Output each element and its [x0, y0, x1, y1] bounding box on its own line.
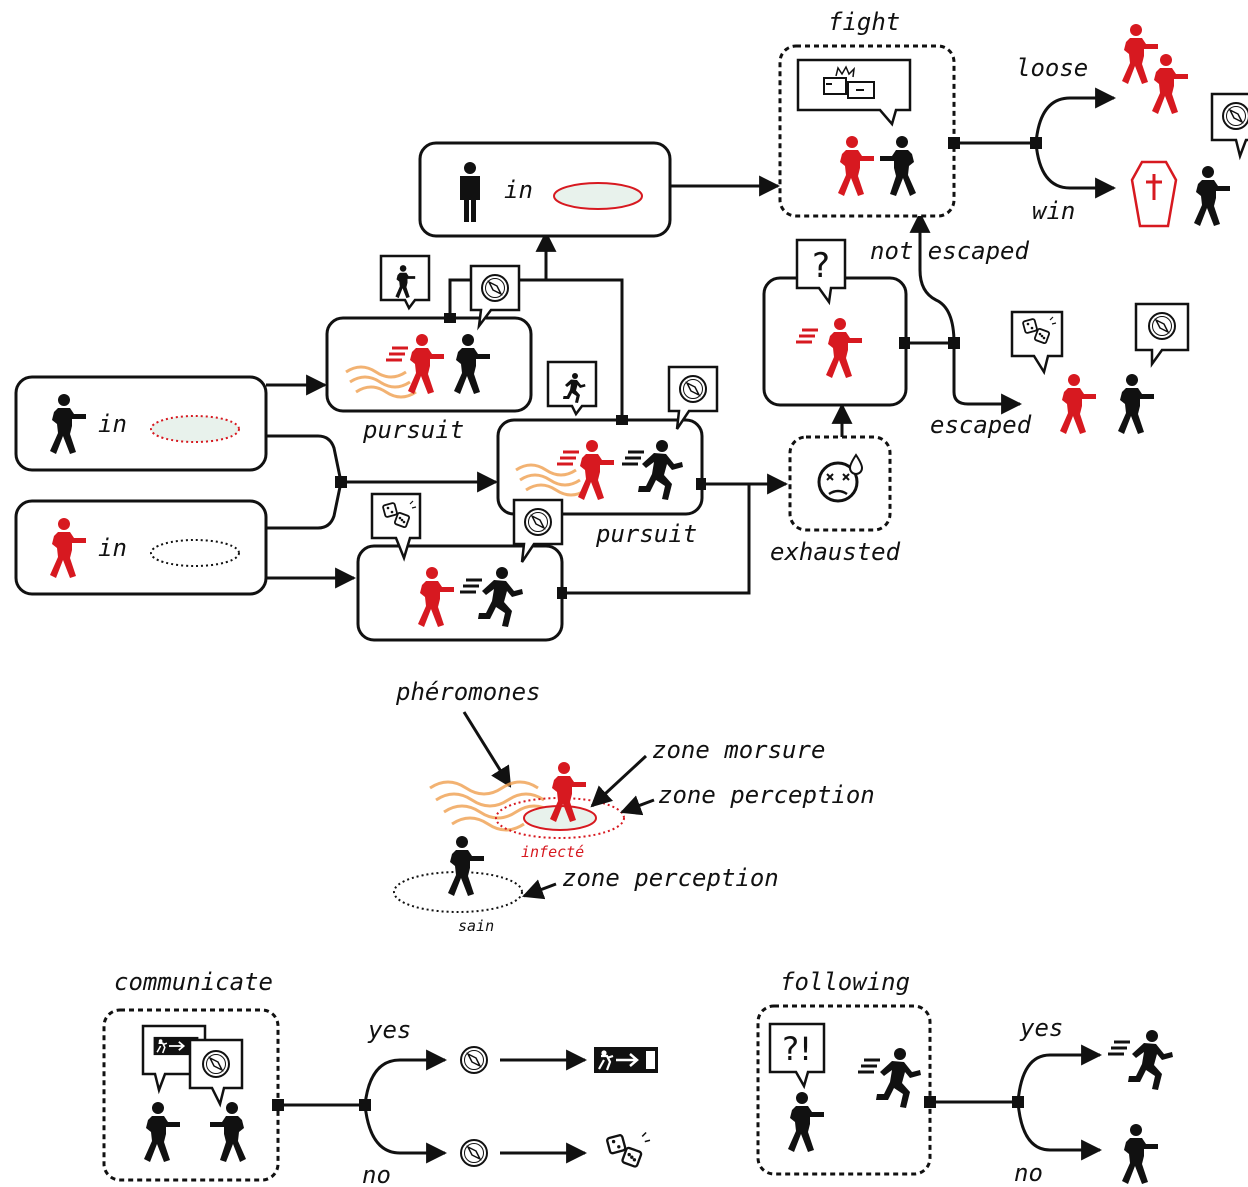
- dice-icon: [605, 1131, 652, 1169]
- brawl-cloud-icon: [796, 58, 912, 127]
- perception-legend: phéromones infecté zone morsure zone per…: [393, 678, 875, 935]
- label-win: win: [1032, 197, 1075, 225]
- walker-icon: [1118, 374, 1154, 434]
- zone-ellipse: [553, 182, 643, 210]
- label-loose: loose: [1016, 54, 1088, 82]
- zombie-icon: [1122, 24, 1158, 84]
- pursuit-mid-box: [496, 415, 706, 516]
- outcome-escaped: [1010, 302, 1190, 434]
- zombie-icon: [1152, 54, 1188, 114]
- question-box: [762, 276, 910, 407]
- walker-icon: [1194, 166, 1230, 226]
- label-zone-perception-infected: zone perception: [658, 781, 875, 809]
- following-box: ?!: [756, 1004, 936, 1176]
- bubble-compass-escaped: [1134, 302, 1190, 368]
- bubble-walker: [379, 254, 431, 311]
- coffin-icon: [1130, 160, 1178, 228]
- label-in-top: in: [504, 176, 533, 204]
- question-mark: ?: [812, 246, 830, 286]
- label-escaped: escaped: [930, 411, 1032, 439]
- pursuit-top-box: [325, 313, 533, 413]
- bubble-dice-escaped: [1010, 310, 1064, 376]
- outcome-loose: [1122, 24, 1188, 114]
- label-follow-yes: yes: [1019, 1014, 1063, 1042]
- infected-in-box: in: [14, 499, 268, 596]
- label-comm-no: no: [362, 1161, 391, 1187]
- outcome-win: [1130, 92, 1248, 228]
- communicate-box: [102, 1008, 284, 1182]
- label-in-healthy: in: [98, 410, 127, 438]
- label-fight: fight: [828, 8, 900, 36]
- bubble-dice: [370, 492, 422, 562]
- fight-box: [778, 44, 960, 218]
- healthy-standing-box: in: [418, 141, 672, 238]
- label-zone-perception-healthy: zone perception: [562, 864, 779, 892]
- healthy-in-box: in: [14, 375, 268, 472]
- question-exclaim: ?!: [782, 1030, 812, 1068]
- pheromone-trail: [345, 365, 417, 399]
- walker-icon: [1122, 1124, 1158, 1184]
- bubble-runner: [546, 360, 598, 417]
- label-pursuit-mid: pursuit: [595, 520, 697, 548]
- zone-ellipse: [150, 539, 240, 567]
- zombie-icon: [1060, 374, 1096, 434]
- walker-icon: [448, 836, 484, 896]
- connectors: [266, 87, 1117, 1164]
- label-pheromones: phéromones: [395, 678, 541, 706]
- bubble-question: ?: [795, 238, 847, 306]
- label-zone-morsure: zone morsure: [652, 736, 825, 764]
- label-pursuit-top: pursuit: [362, 416, 464, 444]
- label-sain: sain: [458, 917, 494, 935]
- compass-icon: [460, 1139, 488, 1167]
- exhausted-box: [788, 435, 892, 532]
- zone-ellipse: [150, 415, 240, 443]
- label-exhausted: exhausted: [770, 538, 901, 566]
- exhausted-face-icon: [817, 453, 864, 503]
- exit-sign-icon: [592, 1045, 660, 1075]
- label-in-infected: in: [98, 534, 127, 562]
- label-not-escaped: not escaped: [870, 237, 1029, 265]
- label-following: following: [780, 968, 910, 996]
- label-infecte: infecté: [521, 843, 584, 861]
- label-communicate: communicate: [114, 968, 273, 996]
- compass-icon: [460, 1046, 488, 1074]
- bubble-compass-mid: [667, 365, 719, 430]
- label-comm-yes: yes: [367, 1016, 411, 1044]
- bubble-compass-bottom: [512, 498, 564, 563]
- wander-box: [356, 544, 567, 642]
- label-follow-no: no: [1014, 1159, 1043, 1187]
- speed-lines-icon: [1106, 1040, 1132, 1056]
- bubble-compass-top: [469, 264, 521, 331]
- bubble-compass-win: [1210, 92, 1248, 161]
- runner-icon: [1128, 1030, 1173, 1090]
